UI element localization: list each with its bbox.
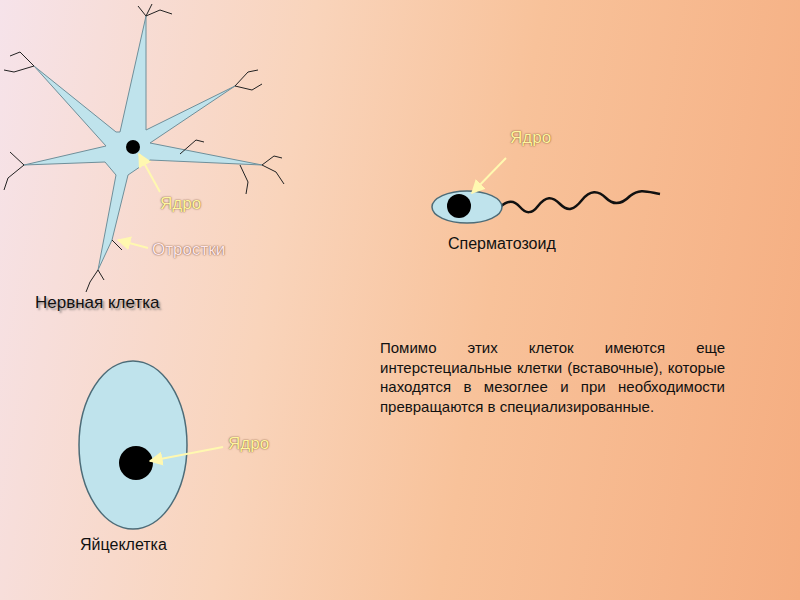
egg-cell xyxy=(79,361,187,529)
leader-lines xyxy=(118,154,506,461)
note-text: Помимо этих клеток имеются еще интерстец… xyxy=(380,338,725,416)
sperm-cell xyxy=(432,191,660,223)
cell-caption: Яйцеклетка xyxy=(80,536,167,554)
nucleus-label: Ядро xyxy=(228,434,269,454)
cell-caption: Нервная клетка xyxy=(35,293,159,313)
process-label: Отростки xyxy=(152,240,225,260)
cell-caption: Сперматозоид xyxy=(448,235,556,253)
nucleus-label: Ядро xyxy=(510,128,551,148)
nucleus-label: Ядро xyxy=(160,194,201,214)
nerve-cell xyxy=(4,4,284,292)
